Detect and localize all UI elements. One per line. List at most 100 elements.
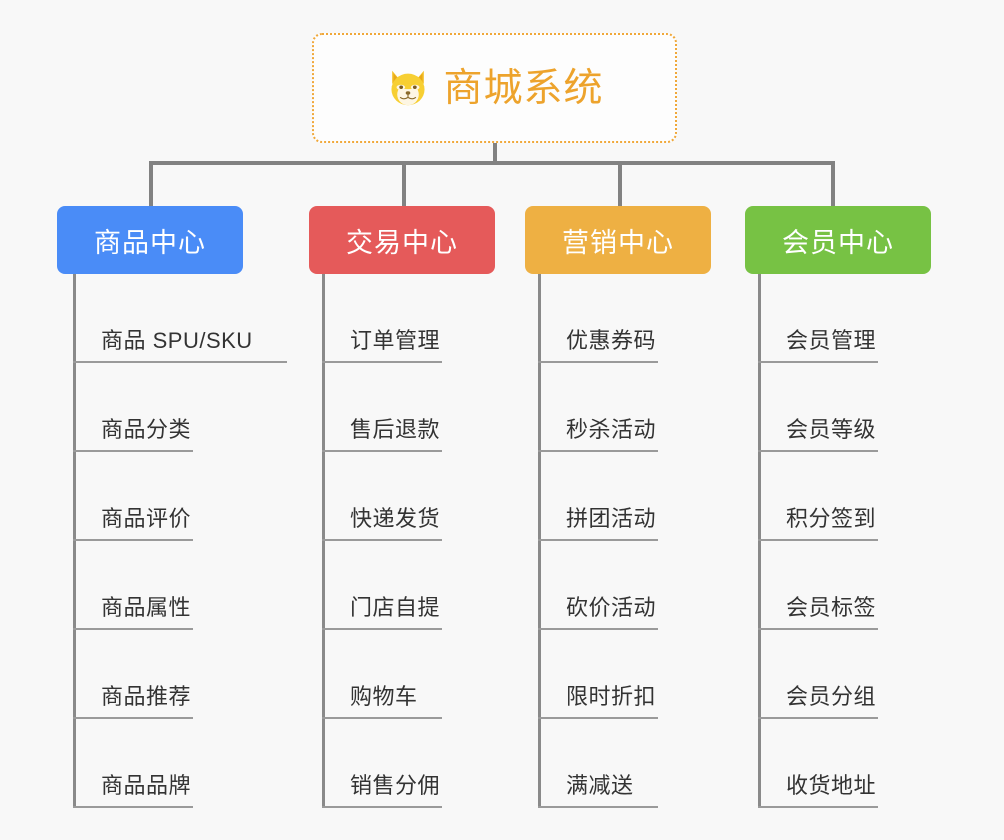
branch-item-label: 商品 SPU/SKU (101, 328, 253, 353)
branch-item[interactable]: 满减送 (525, 719, 711, 808)
branch-item-label: 商品评价 (101, 506, 192, 531)
branch-item-label: 商品属性 (101, 595, 192, 620)
branch-item[interactable]: 购物车 (309, 630, 495, 719)
branch-item-list: 订单管理售后退款快递发货门店自提购物车销售分佣 (309, 274, 495, 808)
branch-item[interactable]: 商品推荐 (57, 630, 243, 719)
branch-item-label: 门店自提 (350, 595, 441, 620)
branch-item-underline (322, 628, 442, 630)
branch-item-label: 购物车 (350, 684, 418, 709)
root-node[interactable]: 商城系统 (312, 33, 677, 143)
branch-item[interactable]: 积分签到 (745, 452, 931, 541)
branch-body-3: 优惠券码秒杀活动拼团活动砍价活动限时折扣满减送 (525, 274, 711, 808)
branch-item-underline (73, 806, 193, 808)
connector-root-stem (493, 143, 497, 165)
branch-item[interactable]: 销售分佣 (309, 719, 495, 808)
branch-item-label: 积分签到 (786, 506, 877, 531)
branch-item-label: 快递发货 (350, 506, 441, 531)
shiba-dog-icon (391, 70, 426, 106)
branch-item-label: 商品品牌 (101, 773, 192, 798)
branch-item[interactable]: 会员标签 (745, 541, 931, 630)
branch-header-label: 商品中心 (94, 227, 206, 258)
branch-item[interactable]: 订单管理 (309, 274, 495, 363)
branch-body-2: 订单管理售后退款快递发货门店自提购物车销售分佣 (309, 274, 495, 808)
branch-item-underline (538, 361, 658, 363)
branch-item[interactable]: 会员分组 (745, 630, 931, 719)
branch-item-label: 商品分类 (101, 417, 192, 442)
branch-item-underline (758, 450, 878, 452)
branch-item[interactable]: 商品分类 (57, 363, 243, 452)
branch-item[interactable]: 收货地址 (745, 719, 931, 808)
branch-item-label: 会员分组 (786, 684, 877, 709)
branch-item[interactable]: 商品评价 (57, 452, 243, 541)
branch-item-underline (758, 539, 878, 541)
branch-item-label: 优惠券码 (566, 328, 657, 353)
branch-item-underline (73, 450, 193, 452)
branch-column-2: 交易中心订单管理售后退款快递发货门店自提购物车销售分佣 (309, 206, 495, 808)
branch-column-4: 会员中心会员管理会员等级积分签到会员标签会员分组收货地址 (745, 206, 931, 808)
branch-header-1[interactable]: 商品中心 (57, 206, 243, 274)
branch-item-underline (758, 361, 878, 363)
branch-item-underline (73, 628, 193, 630)
branch-body-4: 会员管理会员等级积分签到会员标签会员分组收货地址 (745, 274, 931, 808)
branch-item[interactable]: 限时折扣 (525, 630, 711, 719)
branch-header-label: 交易中心 (346, 227, 458, 258)
branch-item-label: 收货地址 (786, 773, 877, 798)
branch-header-label: 营销中心 (562, 227, 674, 258)
branch-body-1: 商品 SPU/SKU 商品分类商品评价商品属性商品推荐商品品牌 (57, 274, 287, 808)
branch-item-underline (538, 450, 658, 452)
branch-item-label: 售后退款 (350, 417, 441, 442)
branch-column-3: 营销中心优惠券码秒杀活动拼团活动砍价活动限时折扣满减送 (525, 206, 711, 808)
connector-drop-1 (149, 161, 153, 206)
branch-item-underline (538, 717, 658, 719)
branch-item[interactable]: 商品品牌 (57, 719, 243, 808)
branch-header-2[interactable]: 交易中心 (309, 206, 495, 274)
branch-item-label: 商品推荐 (101, 684, 192, 709)
branch-item[interactable]: 会员等级 (745, 363, 931, 452)
branch-item-list: 商品 SPU/SKU 商品分类商品评价商品属性商品推荐商品品牌 (57, 274, 287, 808)
branch-item-underline (73, 539, 193, 541)
branch-header-label: 会员中心 (782, 227, 894, 258)
branch-item-underline (538, 806, 658, 808)
branch-item-underline (322, 361, 442, 363)
branch-item-list: 优惠券码秒杀活动拼团活动砍价活动限时折扣满减送 (525, 274, 711, 808)
branch-item-underline (758, 806, 878, 808)
branch-header-4[interactable]: 会员中心 (745, 206, 931, 274)
branch-item-underline (758, 628, 878, 630)
branch-item[interactable]: 砍价活动 (525, 541, 711, 630)
branch-item[interactable]: 商品 SPU/SKU (57, 274, 287, 363)
branch-item-underline (322, 806, 442, 808)
branch-item[interactable]: 商品属性 (57, 541, 243, 630)
branch-header-3[interactable]: 营销中心 (525, 206, 711, 274)
branch-spine (73, 274, 76, 808)
connector-drop-3 (618, 161, 622, 206)
branch-spine (758, 274, 761, 808)
branch-column-1: 商品中心商品 SPU/SKU 商品分类商品评价商品属性商品推荐商品品牌 (57, 206, 287, 808)
branch-item-underline (322, 539, 442, 541)
branch-item-label: 订单管理 (350, 328, 441, 353)
branch-item-label: 销售分佣 (350, 773, 441, 798)
branch-item-label: 秒杀活动 (566, 417, 657, 442)
branch-item-label: 砍价活动 (566, 595, 657, 620)
branch-item[interactable]: 拼团活动 (525, 452, 711, 541)
branch-item-list: 会员管理会员等级积分签到会员标签会员分组收货地址 (745, 274, 931, 808)
branch-item-label: 会员等级 (786, 417, 877, 442)
connector-drop-4 (831, 161, 835, 206)
branch-item-underline (538, 539, 658, 541)
root-label: 商城系统 (443, 66, 604, 110)
branch-item-label: 会员管理 (786, 328, 877, 353)
branch-item[interactable]: 快递发货 (309, 452, 495, 541)
branch-item-label: 限时折扣 (566, 684, 657, 709)
branch-item[interactable]: 售后退款 (309, 363, 495, 452)
branch-item-underline (538, 628, 658, 630)
branch-item[interactable]: 优惠券码 (525, 274, 711, 363)
branch-item-label: 满减送 (566, 773, 634, 798)
branch-item[interactable]: 秒杀活动 (525, 363, 711, 452)
branch-item-underline (73, 361, 287, 363)
connector-drop-2 (402, 161, 406, 206)
branch-item[interactable]: 门店自提 (309, 541, 495, 630)
branch-item[interactable]: 会员管理 (745, 274, 931, 363)
branch-item-label: 拼团活动 (566, 506, 657, 531)
branch-item-underline (322, 450, 442, 452)
branch-spine (322, 274, 325, 808)
